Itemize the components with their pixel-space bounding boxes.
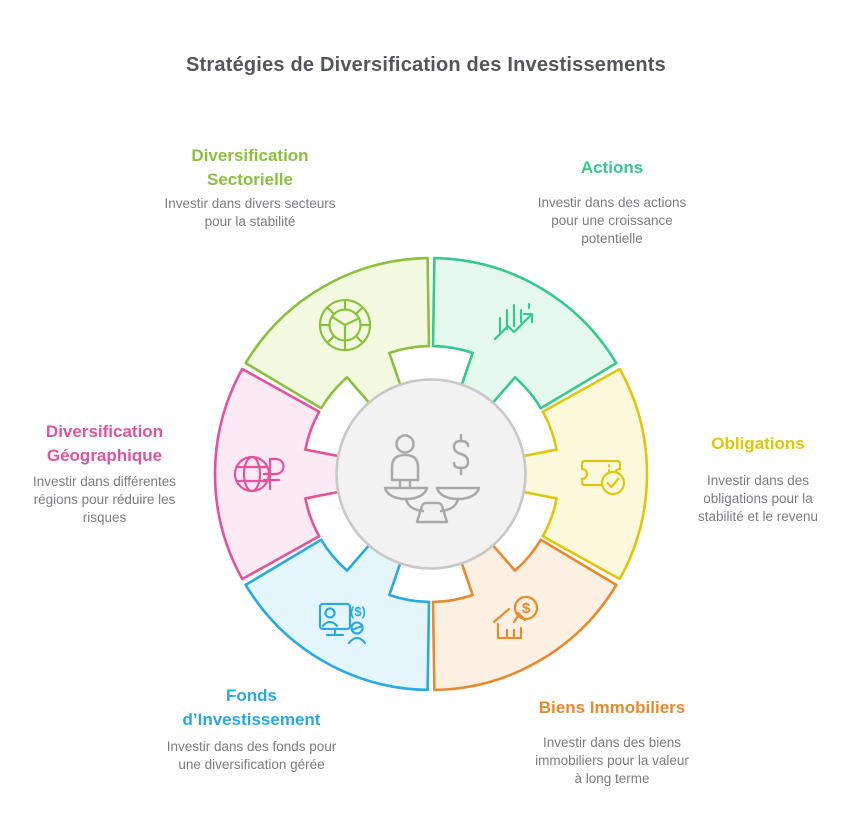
diagram-title: Stratégies de Diversification des Invest… [186,54,666,76]
segment-block-sectorielle: Diversification Sectorielle Investir dan… [159,144,341,231]
segment-block-immobilier: Biens Immobiliers Investir dans des bien… [531,696,693,788]
center-circle [335,378,527,570]
monitor-fund-icon: ($) [318,602,367,645]
segment-block-obligations: Obligations Investir dans des obligation… [681,432,835,526]
wheel-segment-fonds [244,536,431,692]
segment-label-fonds: Fonds d’Investissement [182,686,321,729]
balance-scale-icon [383,433,481,524]
house-dollar-icon: $ [492,595,539,640]
segment-description-fonds: Investir dans des fonds pour une diversi… [166,738,337,772]
segment-label-obligations: Obligations [711,434,805,453]
globe-currency-icon [233,455,285,493]
segment-description-obligations: Investir dans des obligations pour la st… [697,472,819,525]
segment-label-immobilier: Biens Immobiliers [538,698,686,717]
segment-label-sectorielle: Diversification Sectorielle [191,146,309,189]
segment-description-geographique: Investir dans différentes régions pour r… [32,473,177,526]
ticket-check-icon [580,459,626,496]
wheel-segment-geographique [213,367,350,581]
svg-text:($): ($) [350,604,366,619]
segment-block-actions: Actions Investir dans des actions pour u… [536,156,688,248]
pie-wheel-icon [318,298,372,352]
wheel-segment-actions [431,256,618,412]
segment-description-sectorielle: Investir dans divers secteurs pour la st… [164,195,336,229]
wheel-segment-sectorielle [244,256,431,412]
segment-description-immobilier: Investir dans des biens immobiliers pour… [535,734,689,787]
segment-block-geographique: Diversification Géographique Investir da… [17,420,192,527]
wheel-segment-immobilier [431,536,618,692]
segment-label-geographique: Diversification Géographique [45,422,164,465]
segment-block-fonds: Fonds d’Investissement Investir dans des… [164,684,339,774]
wheel-segment-obligations [512,367,649,581]
segment-label-actions: Actions [580,158,644,177]
svg-text:$: $ [522,600,531,617]
stock-growth-icon [493,302,534,341]
segment-description-actions: Investir dans des actions pour une crois… [537,194,687,247]
